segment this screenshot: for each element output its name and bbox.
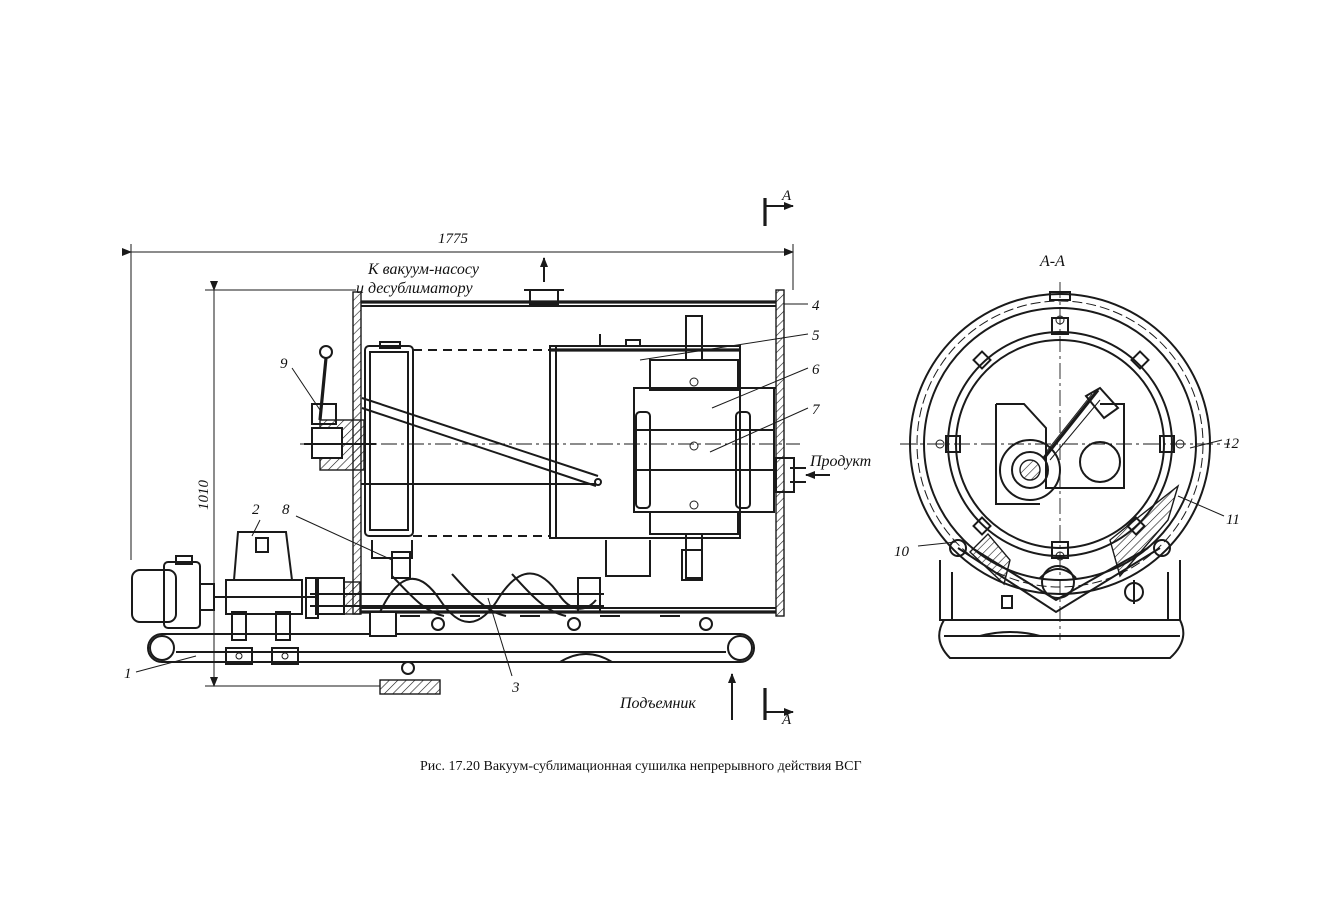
- callout-9: 9: [280, 356, 288, 372]
- vacuum-label-line2: и десублиматору: [356, 280, 473, 297]
- section-marker-bottom-label: А: [781, 712, 792, 728]
- product-label: Продукт: [809, 453, 871, 470]
- callout-2: 2: [252, 502, 260, 518]
- section-title: А-А: [1039, 253, 1065, 270]
- callout-10: 10: [894, 544, 910, 560]
- vacuum-chamber: [353, 290, 784, 616]
- callout-4: 4: [812, 298, 820, 314]
- callout-1: 1: [124, 666, 132, 682]
- base-frame: [148, 612, 754, 694]
- product-inlet: Продукт: [776, 453, 871, 492]
- side-view: 1775 1010 А А К вакуум-насосу и десублим…: [124, 188, 871, 728]
- section-marker-top-label: А: [781, 188, 792, 204]
- callout-11: 11: [1226, 512, 1240, 528]
- callout-6: 6: [812, 362, 820, 378]
- dimension-length-label: 1775: [438, 231, 469, 247]
- section-view: А-А: [894, 253, 1240, 658]
- callout-12: 12: [1224, 436, 1240, 452]
- vacuum-outlet: К вакуум-насосу и десублиматору: [356, 258, 564, 304]
- left-drum: [361, 342, 600, 536]
- lifter-label: Подъемник: [619, 695, 696, 712]
- reducer: [226, 532, 318, 664]
- inclined-rod: [362, 398, 601, 486]
- dimension-height-label: 1010: [196, 480, 212, 511]
- callout-7: 7: [812, 402, 821, 418]
- section-marker-top: А: [765, 188, 793, 226]
- callout-8: 8: [282, 502, 290, 518]
- motor: [132, 556, 230, 628]
- figure-caption: Рис. 17.20 Вакуум-сублимационная сушилка…: [420, 759, 862, 774]
- callout-5: 5: [812, 328, 820, 344]
- callouts-side: 4 5 6 7 9 8 2 3 1: [124, 298, 821, 696]
- lifter: Подъемник: [619, 674, 732, 720]
- vacuum-label-line1: К вакуум-насосу: [367, 261, 480, 278]
- callout-3: 3: [511, 680, 520, 696]
- section-marker-bottom: А: [765, 688, 793, 728]
